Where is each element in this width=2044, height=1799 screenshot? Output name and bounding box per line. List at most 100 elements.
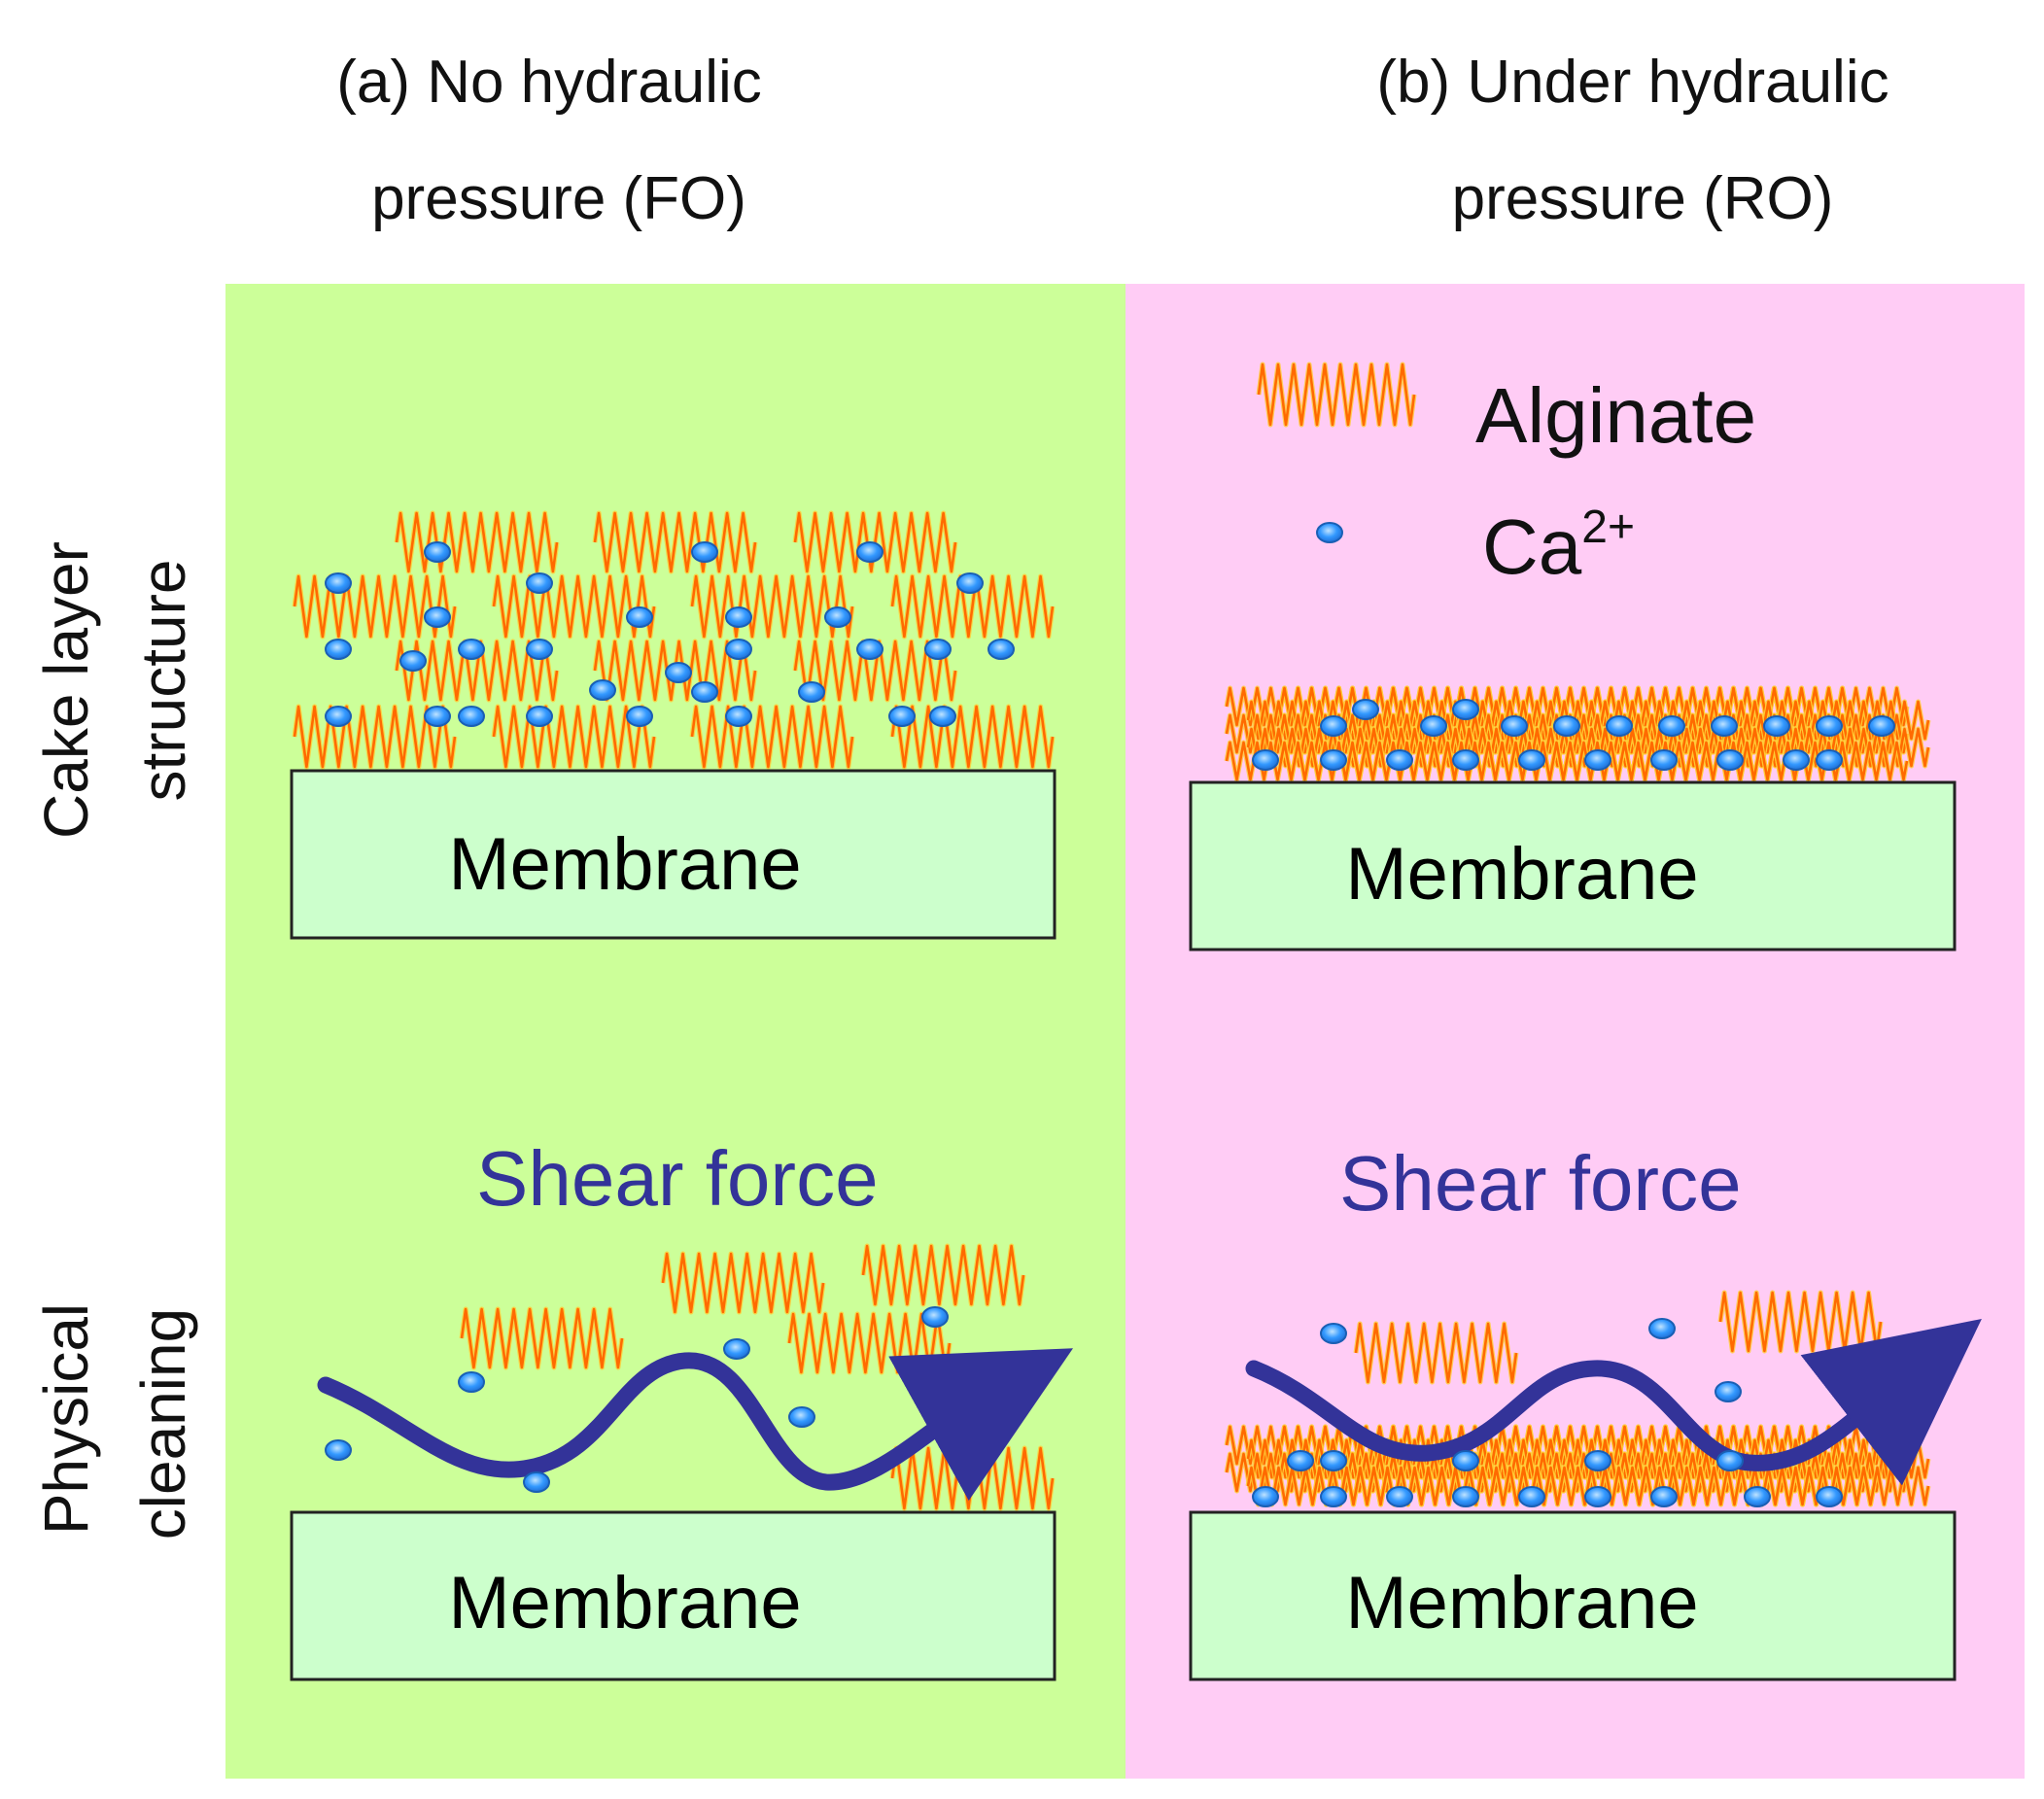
calcium-ion — [956, 572, 984, 594]
calcium-ion — [929, 706, 956, 727]
legend-calcium-label: Ca2+ — [1482, 502, 1635, 590]
alginate-chain — [395, 640, 559, 702]
calcium-ion — [424, 606, 451, 628]
alginate-chain — [690, 574, 854, 639]
title-a-line1: (a) No hydraulic — [336, 49, 762, 116]
calcium-ion — [1868, 715, 1895, 737]
shear-force-label-fo: Shear force — [476, 1135, 879, 1222]
alginate-chain — [460, 1307, 624, 1369]
calcium-ion — [325, 1439, 352, 1461]
calcium-ion — [1452, 749, 1479, 771]
calcium-ion — [523, 1471, 550, 1493]
calcium-ion — [1352, 699, 1379, 720]
calcium-ion — [1744, 1486, 1771, 1507]
calcium-ion — [1648, 1318, 1676, 1339]
calcium-ion — [1252, 1486, 1279, 1507]
shear-arrow-ro — [1245, 1318, 1982, 1486]
calcium-ion — [725, 639, 752, 660]
calcium-ion — [458, 639, 485, 660]
alginate-chain — [293, 574, 457, 639]
calcium-ion — [1606, 715, 1633, 737]
alginate-chain — [661, 1252, 825, 1314]
calcium-ion — [526, 572, 553, 594]
alginate-chain — [1790, 700, 1930, 741]
calcium-ion — [1716, 749, 1744, 771]
alginate-chain — [492, 574, 656, 639]
calcium-ion — [1386, 1486, 1413, 1507]
calcium-ion — [1553, 715, 1580, 737]
calcium-ion — [1518, 1486, 1545, 1507]
calcium-ion — [325, 706, 352, 727]
calcium-ion — [526, 706, 553, 727]
calcium-ion — [824, 606, 851, 628]
row-label-cake-line1: Cake layer — [31, 541, 101, 839]
alginate-chain — [1257, 363, 1416, 427]
calcium-ion — [589, 679, 616, 701]
alginate-chain — [1354, 1322, 1518, 1384]
calcium-ion — [526, 639, 553, 660]
calcium-ion — [888, 706, 916, 727]
alginate-chain — [293, 705, 457, 769]
calcium-ion — [1763, 715, 1790, 737]
calcium-ion — [325, 572, 352, 594]
alginate-chain — [890, 574, 1055, 639]
title-b-line1: (b) Under hydraulic — [1376, 49, 1888, 116]
membrane-label: Membrane — [448, 823, 801, 906]
calcium-ion — [856, 541, 883, 563]
calcium-ion — [424, 541, 451, 563]
calcium-ion — [1320, 1486, 1347, 1507]
alginate-chain — [593, 511, 757, 573]
calcium-ion — [1320, 1323, 1347, 1344]
calcium-ion — [626, 706, 653, 727]
calcium-ion — [1287, 1450, 1314, 1471]
calcium-ion — [1816, 749, 1843, 771]
calcium-ion — [1584, 1486, 1611, 1507]
calcium-ion — [458, 1371, 485, 1393]
calcium-ion — [691, 541, 718, 563]
row-label-clean-line1: Physical — [31, 1303, 101, 1535]
alginate-chain — [1718, 1291, 1883, 1353]
calcium-ion — [1650, 1486, 1678, 1507]
title-a-line2: pressure (FO) — [371, 165, 746, 232]
alginate-chain — [690, 705, 854, 769]
calcium-ion — [1584, 749, 1611, 771]
title-b-line2: pressure (RO) — [1452, 165, 1834, 232]
calcium-ions — [325, 522, 1895, 1507]
calcium-ion — [399, 650, 427, 672]
alginate-chain — [890, 705, 1055, 769]
membrane-ro-top: Membrane — [1189, 780, 1957, 951]
calcium-ion — [1715, 1381, 1742, 1402]
shear-arrow-fo — [317, 1348, 1073, 1502]
calcium-ion — [725, 706, 752, 727]
calcium-ion — [921, 1306, 949, 1328]
membrane-fo-top: Membrane — [290, 769, 1057, 940]
alginate-chain — [492, 705, 656, 769]
calcium-ion — [1650, 749, 1678, 771]
calcium-ion — [458, 706, 485, 727]
calcium-ion — [1816, 715, 1843, 737]
calcium-ion — [424, 706, 451, 727]
alginate-chain — [861, 1244, 1025, 1306]
calcium-ion — [1518, 749, 1545, 771]
shear-force-label-ro: Shear force — [1339, 1140, 1742, 1227]
alginate-chain — [787, 1312, 952, 1374]
membrane-fo-bottom: Membrane — [290, 1510, 1057, 1681]
membrane-label: Membrane — [1345, 833, 1698, 916]
calcium-ion — [1452, 1486, 1479, 1507]
row-label-cake-line2: structure — [128, 560, 198, 802]
calcium-ion — [1420, 715, 1447, 737]
calcium-ion — [1716, 1450, 1744, 1471]
calcium-ion — [987, 639, 1015, 660]
calcium-ion — [325, 639, 352, 660]
calcium-ion — [626, 606, 653, 628]
calcium-ion — [1320, 715, 1347, 737]
calcium-ion — [1452, 699, 1479, 720]
calcium-ion — [1658, 715, 1685, 737]
membrane-ro-bottom: Membrane — [1189, 1510, 1957, 1681]
membrane-label: Membrane — [1345, 1562, 1698, 1644]
calcium-ion — [788, 1406, 815, 1428]
calcium-ion — [856, 639, 883, 660]
calcium-ion — [1452, 1450, 1479, 1471]
calcium-ion — [1320, 749, 1347, 771]
